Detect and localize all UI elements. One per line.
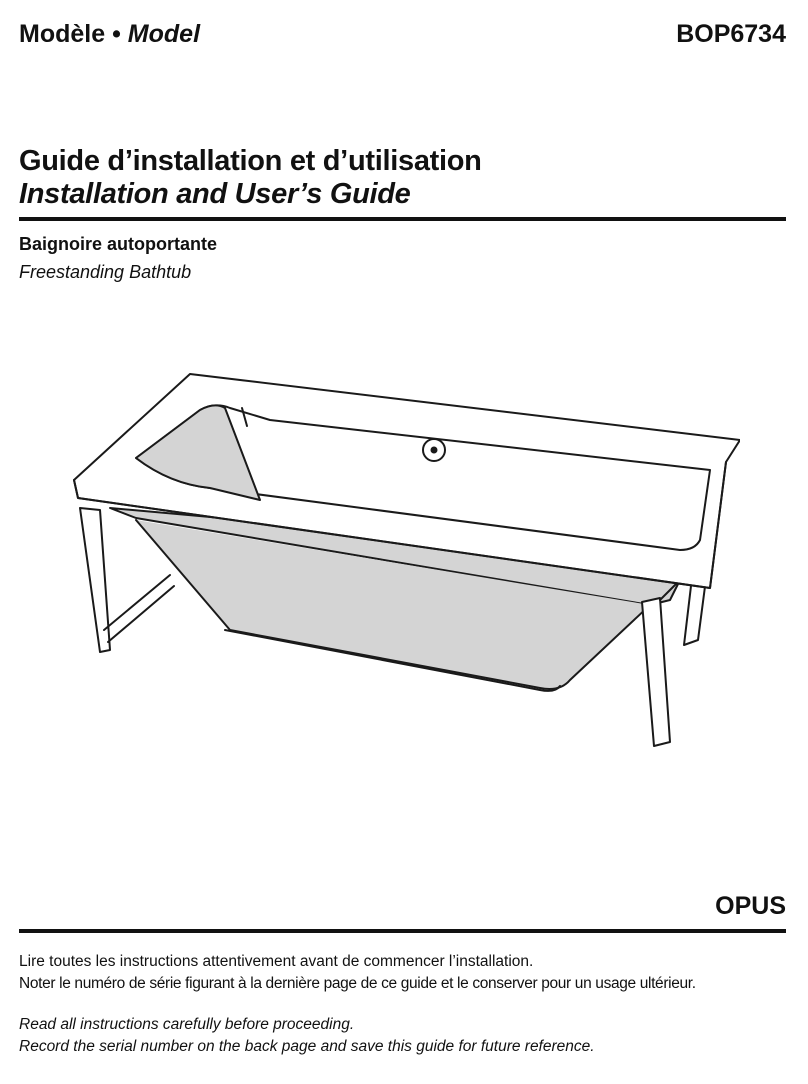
instruction-en-2: Record the serial number on the back pag… bbox=[19, 1038, 595, 1055]
instruction-en-1: Read all instructions carefully before p… bbox=[19, 1016, 355, 1033]
product-name-en: Freestanding Bathtub bbox=[19, 262, 192, 282]
page-title-fr: Guide d’installation et d’utilisation bbox=[19, 145, 482, 177]
page-title-en: Installation and User’s Guide bbox=[19, 178, 411, 210]
title-divider bbox=[19, 217, 786, 221]
model-label-en: Model bbox=[127, 20, 201, 48]
left-frame-leg bbox=[79, 507, 111, 653]
footer-divider bbox=[19, 929, 786, 933]
model-number: BOP6734 bbox=[676, 20, 786, 48]
instruction-fr-1: Lire toutes les instructions attentiveme… bbox=[19, 953, 534, 970]
model-separator: • bbox=[112, 20, 121, 48]
product-name-fr: Baignoire autoportante bbox=[19, 234, 218, 254]
brand-logo: OPUS bbox=[715, 892, 786, 920]
instruction-fr-2: Noter le numéro de série figurant à la d… bbox=[19, 975, 696, 992]
model-label-fr: Modèle bbox=[19, 20, 106, 48]
bathtub-illustration bbox=[73, 373, 740, 747]
tub-inner-wall bbox=[135, 404, 261, 501]
model-label: Modèle • Model bbox=[19, 20, 200, 49]
model-header: Modèle • Model BOP6734 bbox=[19, 20, 786, 49]
right-frame-leg bbox=[641, 597, 671, 747]
